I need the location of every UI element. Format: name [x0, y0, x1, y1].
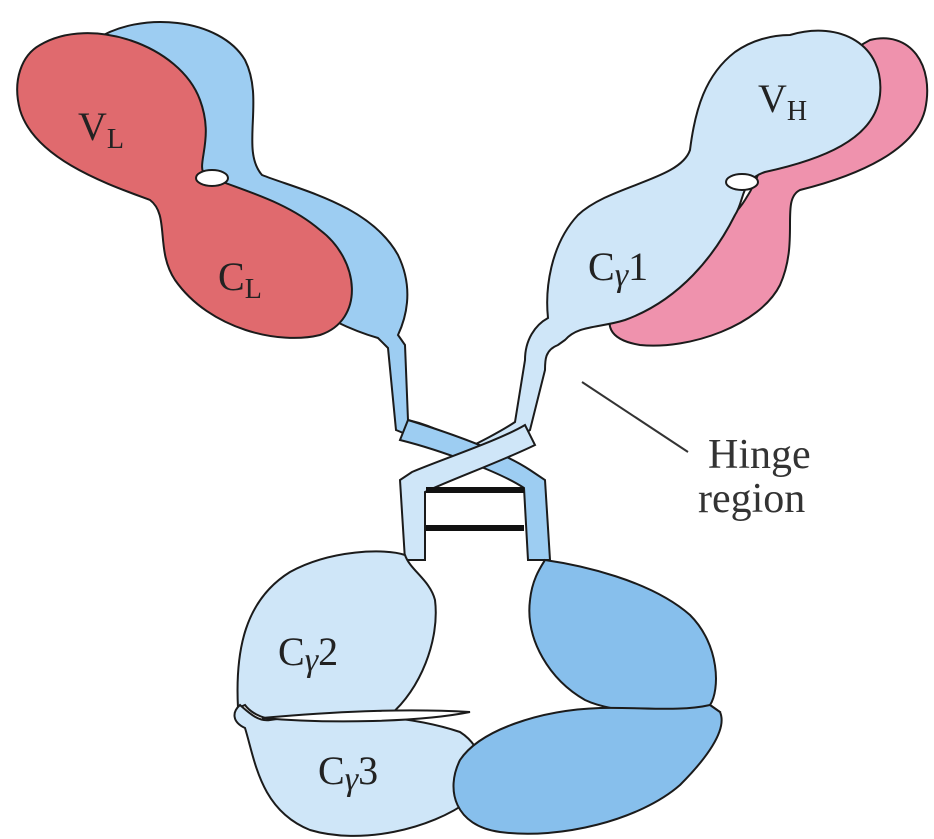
- hinge-label-line1: Hinge: [708, 432, 811, 478]
- fc-domain-gap: [261, 709, 471, 723]
- label-vh: VH: [758, 76, 807, 127]
- right-heavy-arm: [457, 29, 882, 462]
- hinge-label-line2: region: [698, 476, 805, 522]
- fc-right-cg3: [452, 703, 723, 835]
- left-light-chain: [16, 32, 353, 339]
- hinge-leader-line: [581, 381, 689, 453]
- label-cl: CL: [218, 254, 262, 305]
- label-cg2: Cγ2: [278, 629, 338, 679]
- left-domain-gap: [195, 169, 229, 187]
- right-domain-gap: [725, 173, 759, 191]
- label-vl: VL: [78, 104, 124, 155]
- label-cg3: Cγ3: [318, 748, 378, 798]
- fc-right-chain: [528, 558, 722, 722]
- label-cg1: Cγ1: [588, 244, 648, 294]
